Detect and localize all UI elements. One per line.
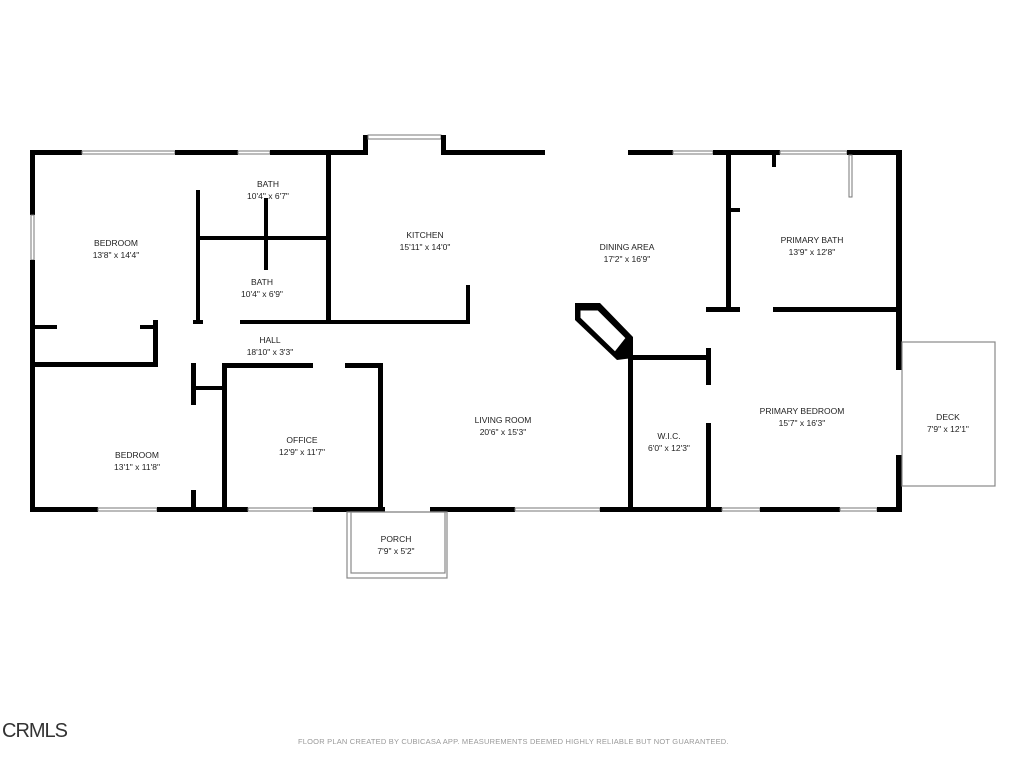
room-label-wic: W.I.C.6'0" x 12'3" — [648, 431, 690, 453]
deck-outline — [901, 341, 996, 487]
fireplace — [575, 303, 633, 360]
crmls-watermark: CRMLS — [2, 720, 68, 742]
footer-disclaimer: FLOOR PLAN CREATED BY CUBICASA APP. MEAS… — [298, 737, 729, 746]
walls — [30, 134, 902, 512]
porch-inner-outline — [350, 511, 446, 574]
